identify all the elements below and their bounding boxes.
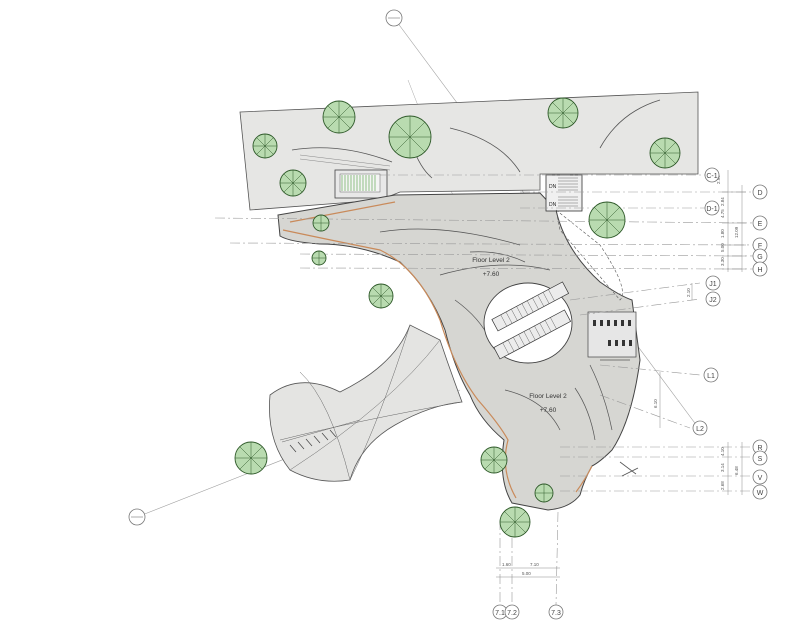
grid-label-7-3: 7.3 [551, 610, 561, 617]
plaza-curve [291, 147, 393, 163]
grid-label-l2: L2 [696, 426, 704, 433]
tree-icon [252, 133, 278, 159]
tree-icon [311, 250, 327, 266]
tree-icon [534, 483, 554, 503]
grid-label-l1: L1 [707, 373, 715, 380]
svg-text:2.68: 2.68 [720, 481, 725, 490]
floor-level-label-lower: Floor Level 2 [529, 393, 567, 400]
tree-icon [547, 97, 579, 129]
plaza-curve [449, 127, 521, 173]
stair-icon [334, 169, 388, 199]
elevation-label-upper: +7.60 [483, 271, 500, 278]
tree-icon [649, 137, 681, 169]
grid-label-7-1: 7.1 [495, 610, 505, 617]
tree-icon [312, 214, 330, 232]
grid-label-r: R [757, 445, 762, 452]
grid-label-j1: J1 [709, 281, 717, 288]
svg-text:6.10: 6.10 [653, 399, 658, 408]
tree-icon [279, 169, 307, 197]
svg-text:4.75: 4.75 [720, 209, 725, 218]
dimension-lines-bottom [496, 567, 560, 578]
gridlines-right [214, 174, 756, 492]
tree-icon [234, 441, 268, 475]
grid-label-d: D [757, 190, 762, 197]
grid-label-h: H [757, 267, 762, 274]
tree-icon [388, 115, 432, 159]
grid-bubbles-right: C-1 D D-1 E F G H J1 J2 L1 L2 R S V W [692, 167, 768, 500]
dimension-values-bottom: 1.60 7.10 5.00 [502, 562, 539, 576]
svg-text:7.10: 7.10 [530, 562, 539, 567]
grid-label-j2: J2 [709, 297, 717, 304]
floor-level-label-upper: Floor Level 2 [472, 257, 510, 264]
dimension-values-right: 2.90 2.84 4.75 1.80 5.00 12.09 3.30 2.10… [653, 175, 739, 490]
grid-label-d1: D-1 [706, 206, 717, 213]
canopy-ribs [289, 429, 337, 453]
svg-text:6.48: 6.48 [734, 466, 739, 475]
canopy-lines [279, 324, 463, 481]
elevation-label-lower: +7.60 [540, 407, 557, 414]
svg-text:1.60: 1.60 [502, 562, 511, 567]
tree-icon [499, 506, 531, 538]
dimension-lines-right [659, 170, 746, 495]
svg-text:2.90: 2.90 [716, 175, 721, 184]
grid-label-g: G [757, 254, 762, 261]
escalator-icon [483, 281, 573, 364]
tree-icon [322, 100, 356, 134]
stair-dn-label-top: DN [549, 184, 557, 190]
svg-text:1.80: 1.80 [720, 229, 725, 238]
stair-dn-label-bottom: DN [549, 202, 557, 208]
svg-text:2.10: 2.10 [686, 288, 691, 297]
tree-icon [480, 446, 508, 474]
grid-bubbles-bottom: 7.1 7.2 7.3 [492, 604, 564, 620]
ramp-marker [619, 461, 637, 475]
tree-icon [368, 283, 394, 309]
grid-label-c1: C-1 [706, 173, 717, 180]
stair-core [545, 174, 583, 212]
grid-label-e: E [758, 221, 763, 228]
void-outline [555, 209, 623, 301]
svg-text:4.10: 4.10 [720, 447, 725, 456]
grid-label-w: W [757, 490, 764, 497]
svg-text:5.00: 5.00 [720, 243, 725, 252]
svg-text:3.30: 3.30 [720, 257, 725, 266]
plaza-curve [599, 99, 661, 149]
floor-edge-accent [282, 229, 517, 499]
grid-label-s: S [758, 456, 763, 463]
svg-text:5.00: 5.00 [522, 571, 531, 576]
grid-label-7-2: 7.2 [507, 610, 517, 617]
grid-label-v: V [758, 475, 763, 482]
toilet-block [587, 311, 637, 358]
grid-label-f: F [758, 243, 762, 250]
svg-text:3.14: 3.14 [720, 463, 725, 472]
svg-text:2.84: 2.84 [720, 197, 725, 206]
svg-text:12.09: 12.09 [734, 226, 739, 238]
tree-icon [588, 201, 626, 239]
